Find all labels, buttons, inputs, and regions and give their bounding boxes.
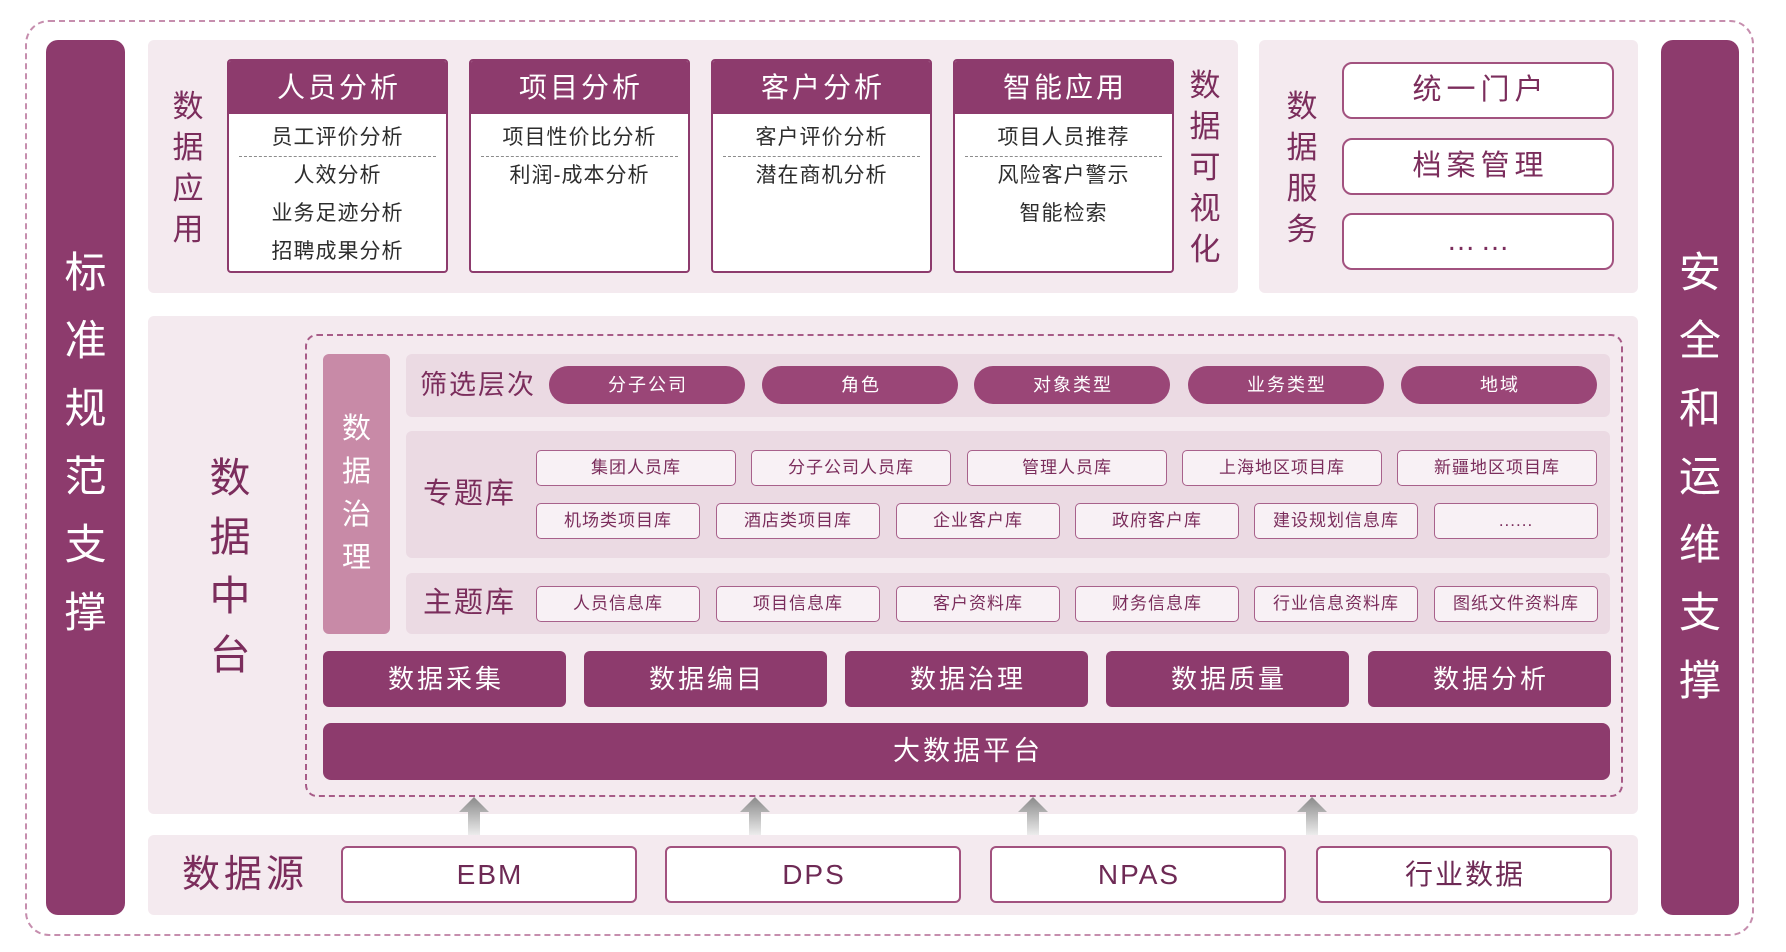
card-item: 潜在商机分析 — [755, 164, 888, 187]
subject-db-item: 财务信息库 — [1075, 586, 1239, 622]
topic-db-item: 上海地区项目库 — [1182, 450, 1382, 486]
topic-db-row: 专题库 集团人员库 分子公司人员库 管理人员库 上海地区项目库 新疆地区项目库 … — [406, 431, 1610, 558]
card-item: 客户评价分析 — [723, 119, 920, 157]
security-ops-support-label: 安全和运维支撑 — [1678, 249, 1721, 704]
data-application-panel: 数据应用 人员分析 员工评价分析 人效分析 业务足迹分析 招聘成果分析 项目分析… — [148, 40, 1238, 293]
card-item: 项目性价比分析 — [481, 119, 678, 157]
data-governance-label: 数据治理 — [341, 413, 371, 574]
card-title: 客户分析 — [713, 61, 930, 114]
topic-db-item: 企业客户库 — [896, 503, 1060, 539]
card-personnel-analysis: 人员分析 员工评价分析 人效分析 业务足迹分析 招聘成果分析 — [227, 59, 448, 273]
topic-db-item: 酒店类项目库 — [716, 503, 880, 539]
data-middle-platform-frame: 数据治理 筛选层次 分子公司 角色 对象类型 业务类型 地域 专题库 集团人员库… — [305, 334, 1623, 797]
subject-db-item: 项目信息库 — [716, 586, 880, 622]
security-ops-support-bar: 安全和运维支撑 — [1661, 40, 1739, 915]
up-arrow-icon — [1018, 797, 1048, 835]
card-item: 利润-成本分析 — [509, 164, 650, 187]
filter-levels-row: 筛选层次 分子公司 角色 对象类型 业务类型 地域 — [406, 354, 1610, 417]
source-dps: DPS — [665, 846, 961, 903]
card-body: 项目人员推荐 风险客户警示 智能检索 — [955, 114, 1172, 233]
data-source-panel: 数据源 EBM DPS NPAS 行业数据 — [148, 835, 1638, 915]
standards-support-label: 标准规范支撑 — [64, 249, 107, 636]
subject-db-label: 主题库 — [423, 587, 517, 619]
topic-db-item: 政府客户库 — [1075, 503, 1239, 539]
topic-db-item: 管理人员库 — [967, 450, 1167, 486]
fn-data-quality: 数据质量 — [1106, 651, 1349, 707]
up-arrow-icon — [459, 797, 489, 835]
topic-db-label: 专题库 — [423, 478, 517, 510]
filter-pill-object-type: 对象类型 — [974, 366, 1170, 404]
filter-pill-business-type: 业务类型 — [1188, 366, 1384, 404]
topic-db-item: 建设规划信息库 — [1254, 503, 1418, 539]
data-visualization-label: 数据可视化 — [1189, 68, 1221, 267]
filter-pill-subsidiary: 分子公司 — [549, 366, 745, 404]
fn-data-collection: 数据采集 — [323, 651, 566, 707]
data-service-label: 数据服务 — [1286, 89, 1318, 247]
card-project-analysis: 项目分析 项目性价比分析 利润-成本分析 — [469, 59, 690, 273]
subject-db-row: 主题库 人员信息库 项目信息库 客户资料库 财务信息库 行业信息资料库 图纸文件… — [406, 573, 1610, 634]
fn-data-governance: 数据治理 — [845, 651, 1088, 707]
source-industry-data: 行业数据 — [1316, 846, 1612, 903]
card-item: 智能检索 — [1019, 202, 1108, 225]
card-item: 风险客户警示 — [997, 164, 1130, 187]
card-title: 人员分析 — [229, 61, 446, 114]
subject-db-item: 行业信息资料库 — [1254, 586, 1418, 622]
card-item: 员工评价分析 — [239, 119, 436, 157]
card-body: 员工评价分析 人效分析 业务足迹分析 招聘成果分析 — [229, 114, 446, 271]
source-ebm: EBM — [341, 846, 637, 903]
filter-levels-label: 筛选层次 — [420, 370, 536, 400]
card-item: 人效分析 — [293, 164, 382, 187]
service-archive-management: 档案管理 — [1342, 138, 1614, 195]
topic-db-item: 分子公司人员库 — [751, 450, 951, 486]
topic-db-item: 机场类项目库 — [536, 503, 700, 539]
card-item: 招聘成果分析 — [271, 240, 404, 263]
topic-db-item: 集团人员库 — [536, 450, 736, 486]
card-body: 客户评价分析 潜在商机分析 — [713, 114, 930, 195]
fn-data-cataloging: 数据编目 — [584, 651, 827, 707]
subject-db-item: 客户资料库 — [896, 586, 1060, 622]
data-governance-bar: 数据治理 — [323, 354, 390, 634]
topic-db-item: ...... — [1434, 503, 1598, 539]
card-item: 项目人员推荐 — [965, 119, 1162, 157]
filter-pill-role: 角色 — [762, 366, 958, 404]
subject-db-item: 人员信息库 — [536, 586, 700, 622]
data-source-label: 数据源 — [182, 854, 309, 896]
big-data-platform-bar: 大数据平台 — [323, 723, 1610, 780]
standards-support-bar: 标准规范支撑 — [46, 40, 125, 915]
card-body: 项目性价比分析 利润-成本分析 — [471, 114, 688, 195]
up-arrow-icon — [1297, 797, 1327, 835]
subject-db-item: 图纸文件资料库 — [1434, 586, 1598, 622]
card-title: 项目分析 — [471, 61, 688, 114]
source-npas: NPAS — [990, 846, 1286, 903]
card-smart-application: 智能应用 项目人员推荐 风险客户警示 智能检索 — [953, 59, 1174, 273]
filter-pill-region: 地域 — [1401, 366, 1597, 404]
card-customer-analysis: 客户分析 客户评价分析 潜在商机分析 — [711, 59, 932, 273]
data-middle-platform-label: 数据中台 — [209, 455, 251, 678]
up-arrow-icon — [740, 797, 770, 835]
service-unified-portal: 统一门户 — [1342, 62, 1614, 119]
card-title: 智能应用 — [955, 61, 1172, 114]
card-item: 业务足迹分析 — [271, 202, 404, 225]
data-application-label: 数据应用 — [172, 89, 204, 247]
data-service-panel: 数据服务 统一门户 档案管理 …… — [1259, 40, 1638, 293]
topic-db-item: 新疆地区项目库 — [1397, 450, 1597, 486]
data-middle-platform-panel: 数据中台 数据治理 筛选层次 分子公司 角色 对象类型 业务类型 地域 专题库 … — [148, 316, 1638, 814]
outer-dashed-border — [25, 20, 1754, 936]
service-more: …… — [1342, 213, 1614, 270]
fn-data-analysis: 数据分析 — [1368, 651, 1611, 707]
